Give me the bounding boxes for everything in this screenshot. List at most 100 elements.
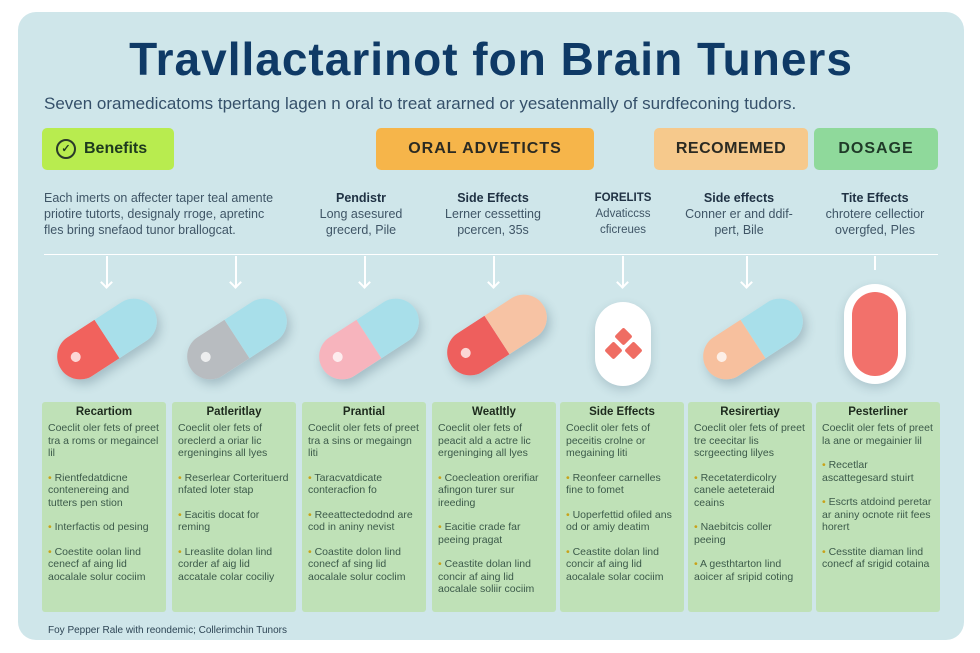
column-item: • Eacitis docat for reming — [178, 508, 260, 534]
page-subtitle: Seven oramedicatoms tpertang lagen n ora… — [44, 94, 797, 113]
column-item: • A gesthtarton lind aoicer af sripid co… — [694, 558, 794, 583]
column-item: • Naebitcis coller peeing — [694, 521, 772, 546]
round-tablet-icon — [595, 302, 651, 386]
tab-oral[interactable]: ORAL ADVETICTS — [376, 128, 594, 170]
column-item: • Ceastite dolan lind concir af aing lid… — [566, 545, 664, 583]
column-item-text: Ceastite dolan lind concir af aing lid a… — [438, 558, 535, 595]
info-column: Pesterliner Coeclit oler fets of preet l… — [816, 402, 940, 612]
desc-title: Pendistr — [335, 191, 386, 205]
column-item-text: Escrts atdoind peretar ar aniny ocnote r… — [822, 496, 932, 533]
column-title: Patleritlay — [206, 406, 262, 418]
column-item-text: Coeclit oler fets of peacit ald a actre … — [438, 422, 531, 459]
column-item-text: Uoperfettid ofiled ans od or amiy deatim — [566, 508, 672, 534]
column-title: Resirertiay — [720, 406, 780, 418]
column-item-text: Recetaterdicolry canele aeteteraid ceain… — [694, 471, 777, 509]
column-item-text: Coeclit oler fets of preet tra a roms or… — [48, 422, 159, 459]
tab-recommended[interactable]: RECOMEMED — [654, 128, 808, 170]
column-item-text: Reserlear Corterituerd nfated loter stap — [178, 471, 289, 497]
column-item-text: Coecleation orerifiar afingon turer sur … — [438, 471, 539, 509]
column-item: • Coecleation orerifiar afingon turer su… — [438, 471, 539, 509]
desc-block: Side effects Conner er and ddif- pert, B… — [674, 190, 804, 238]
tab-benefits[interactable]: ✓ Benefits — [42, 128, 174, 170]
divider — [44, 254, 938, 255]
column-item: Coeclit oler fets of preet tra a sins or… — [308, 422, 420, 460]
column-item: • Coestite oolan lind cenecf af aing lid… — [48, 545, 146, 583]
arrow-down-icon — [229, 256, 243, 290]
desc-line: cficreues — [599, 224, 647, 236]
intro-line: Each imerts on affecter taper teal ament… — [44, 191, 274, 205]
column-item: Coeclit oler fets of preet tre ceecitar … — [694, 422, 806, 460]
desc-title: FORELITS — [594, 192, 652, 204]
arrow-down-icon — [616, 256, 630, 290]
column-item-text: Taracvatdicate conteracfion fo — [308, 471, 383, 497]
column-item: • Escrts atdoind peretar ar aniny ocnote… — [822, 496, 932, 533]
tab-benefits-label: Benefits — [84, 140, 148, 157]
info-column: Recartiom Coeclit oler fets of preet tra… — [42, 402, 166, 612]
intro-line: fles bring snefaod tunor brallogcat. — [44, 223, 236, 237]
column-item-text: Reonfeer carnelles fine to fomet — [566, 471, 661, 497]
desc-line: pcercen, 35s — [457, 223, 529, 237]
column-item-text: Ceastite dolan lind concir af aing lid a… — [566, 545, 664, 583]
infographic-card: Travllactarinot fon Brain Tuners Seven o… — [18, 12, 964, 640]
desc-title: Side effects — [703, 191, 775, 205]
desc-line: Advaticcss — [595, 208, 651, 220]
column-item-text: Coeclit oler fets of preet la ane or meg… — [822, 422, 933, 447]
tab-dosage[interactable]: DOSAGE — [814, 128, 938, 170]
column-item: • Reeattectedodnd are cod in aniny nevis… — [308, 508, 413, 534]
desc-line: Lerner cessetting — [445, 207, 541, 221]
column-item-text: A gesthtarton lind aoicer af sripid coti… — [694, 558, 794, 583]
desc-title: Tite Effects — [841, 191, 909, 205]
desc-line: Conner er and ddif- — [685, 207, 793, 221]
tab-dosage-label: DOSAGE — [838, 140, 914, 157]
info-column: Side Effects Coeclit oler fets of peceit… — [560, 402, 684, 612]
column-title: Side Effects — [589, 406, 655, 418]
column-item-text: Reeattectedodnd are cod in aniny nevist — [308, 508, 413, 534]
desc-block: Side Effects Lerner cessetting pcercen, … — [428, 190, 558, 238]
info-column: Weatltly Coeclit oler fets of peacit ald… — [432, 402, 556, 612]
column-item: • Ceastite dolan lind concir af aing lid… — [438, 558, 535, 595]
column-item: • Eacitie crade far peeing pragat — [438, 521, 521, 546]
column-title: Recartiom — [75, 406, 133, 418]
capsule-icon — [178, 289, 296, 389]
column-item: Coeclit oler fets of oreclerd a oriar li… — [178, 422, 290, 460]
column-item: • Reonfeer carnelles fine to fomet — [566, 471, 661, 497]
info-column: Patleritlay Coeclit oler fets of orecler… — [172, 402, 296, 612]
desc-block: Pendistr Long asesured grecerd, Pile — [306, 190, 416, 238]
column-item-text: Eacitis docat for reming — [178, 508, 260, 534]
column-item: • Recetlar ascattegesard stuirt — [822, 459, 914, 484]
info-column: Resirertiay Coeclit oler fets of preet t… — [688, 402, 812, 612]
column-item-text: Coestite oolan lind cenecf af aing lid a… — [48, 545, 146, 583]
column-item: • Cesstite diaman lind conecf af srigid … — [822, 545, 930, 571]
column-item: • Recetaterdicolry canele aeteteraid cea… — [694, 471, 777, 509]
tab-recommended-label: RECOMEMED — [675, 140, 787, 157]
column-item-text: Rientfedatdicne contenereing and tutters… — [48, 471, 130, 509]
column-title: Prantial — [342, 406, 386, 418]
column-item-text: Eacitie crade far peeing pragat — [438, 521, 521, 546]
page-title: Travllactarinot fon Brain Tuners — [129, 33, 853, 85]
column-item: Coeclit oler fets of preet tra a roms or… — [48, 422, 160, 460]
column-item-text: Coeclit oler fets of preet tra a sins or… — [308, 422, 419, 459]
intro-line: priotire tutorts, designaly rroge, apret… — [44, 207, 265, 221]
column-item: • Coastite dolon lind conecf af sing lid… — [308, 545, 406, 583]
desc-title: Side Effects — [457, 191, 529, 205]
column-item-text: Naebitcis coller peeing — [694, 521, 772, 546]
column-item: • Reserlear Corterituerd nfated loter st… — [178, 471, 289, 497]
column-item-text: Coastite dolon lind conecf af sing lid a… — [308, 545, 406, 583]
footer-note: Foy Pepper Rale with reondemic; Collerim… — [48, 625, 287, 636]
desc-line: pert, Bile — [714, 223, 764, 237]
column-item-text: Coeclit oler fets of preet tre ceecitar … — [694, 422, 805, 459]
tab-oral-label: ORAL ADVETICTS — [408, 140, 562, 157]
intro-description: Each imerts on affecter taper teal ament… — [44, 190, 304, 238]
capsule-icon — [694, 289, 812, 389]
column-title: Pesterliner — [848, 406, 908, 418]
arrow-down-icon — [487, 256, 501, 290]
column-item: • Uoperfettid ofiled ans od or amiy deat… — [566, 508, 672, 534]
capsule-icon — [48, 289, 166, 389]
column-item: • Lreaslite dolan lind corder af aig lid… — [178, 545, 275, 583]
desc-line: chrotere cellectior — [825, 207, 925, 221]
column-item-text: Interfactis od pesing — [54, 521, 149, 533]
column-item-text: Lreaslite dolan lind corder af aig lid a… — [178, 545, 275, 583]
column-item: • Rientfedatdicne contenereing and tutte… — [48, 471, 130, 509]
check-icon: ✓ — [56, 139, 76, 159]
desc-line: Long asesured — [319, 207, 403, 221]
